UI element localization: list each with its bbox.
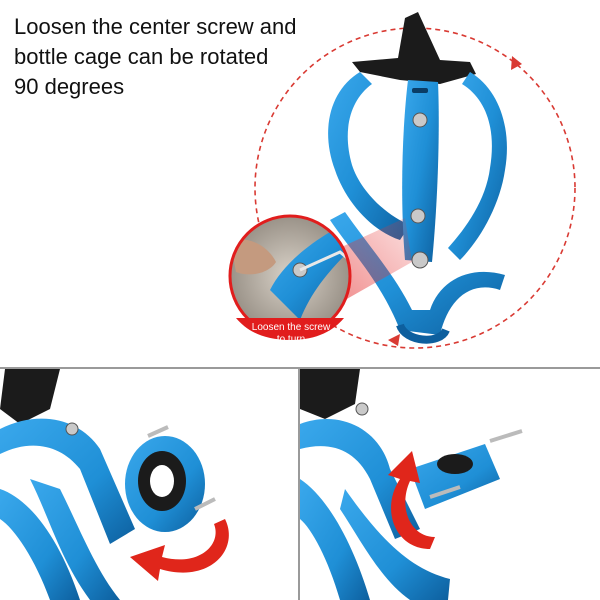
cage-arm-left-2 (0, 489, 80, 600)
cage-top-grip-right (300, 369, 360, 419)
inset-label-line-1: Loosen the screw (252, 322, 331, 333)
panel-divider-horizontal (0, 367, 600, 369)
curved-arrow-left-icon (130, 519, 229, 581)
cage-bottom-hook (396, 323, 450, 344)
zoom-beam (335, 218, 412, 300)
cage-arm-left-1 (0, 418, 135, 544)
cage-arm-right-2 (300, 479, 370, 600)
cage-top-grip-left (0, 369, 60, 424)
inset-cage-part (270, 232, 350, 320)
bottom-right-panel (300, 369, 523, 600)
clamp-bolt-left (429, 485, 461, 499)
cage-arm-right-1 (300, 419, 420, 539)
bottom-left-panel (0, 369, 229, 600)
caption-line-1: Loosen the center screw and (14, 14, 297, 39)
inset-label-line-2: to turn (277, 334, 305, 345)
screw-left (65, 422, 79, 436)
cage-top-grip (352, 12, 476, 84)
handlebar-clamp-rotated (410, 429, 523, 509)
top-panel: Loosen the screw to turn (228, 12, 576, 349)
rotation-arrowhead-bottom (388, 334, 400, 346)
screw-middle (410, 208, 426, 224)
cage-left-arm (328, 72, 410, 240)
hand (230, 239, 276, 275)
screw-right (355, 402, 369, 416)
cage-lower-loop (330, 212, 505, 335)
screw-top (412, 112, 428, 128)
clamp-bolt-top (147, 425, 169, 438)
screw-center (411, 251, 429, 269)
handlebar-clamp (125, 425, 216, 532)
clamp-bolt-bottom (194, 497, 216, 511)
inset-label-band (236, 318, 344, 340)
curved-arrow-up-icon (388, 451, 435, 549)
caption: Loosen the center screw and bottle cage … (14, 12, 314, 102)
bottle-cage (328, 12, 507, 344)
zoom-inset: Loosen the screw to turn (228, 214, 352, 345)
cage-arm-left-3 (30, 479, 120, 600)
rotation-dashed-circle (254, 27, 576, 349)
caption-line-3: 90 degrees (14, 74, 125, 99)
panel-divider-vertical (298, 369, 300, 600)
cage-right-arm (448, 72, 507, 260)
cage-slot (412, 88, 428, 93)
caption-line-2: bottle cage can be rotated (14, 44, 269, 69)
rotation-arrowhead-top (511, 56, 522, 70)
clamp-bolt-right (489, 429, 523, 443)
cage-arm-right-3 (340, 489, 450, 600)
